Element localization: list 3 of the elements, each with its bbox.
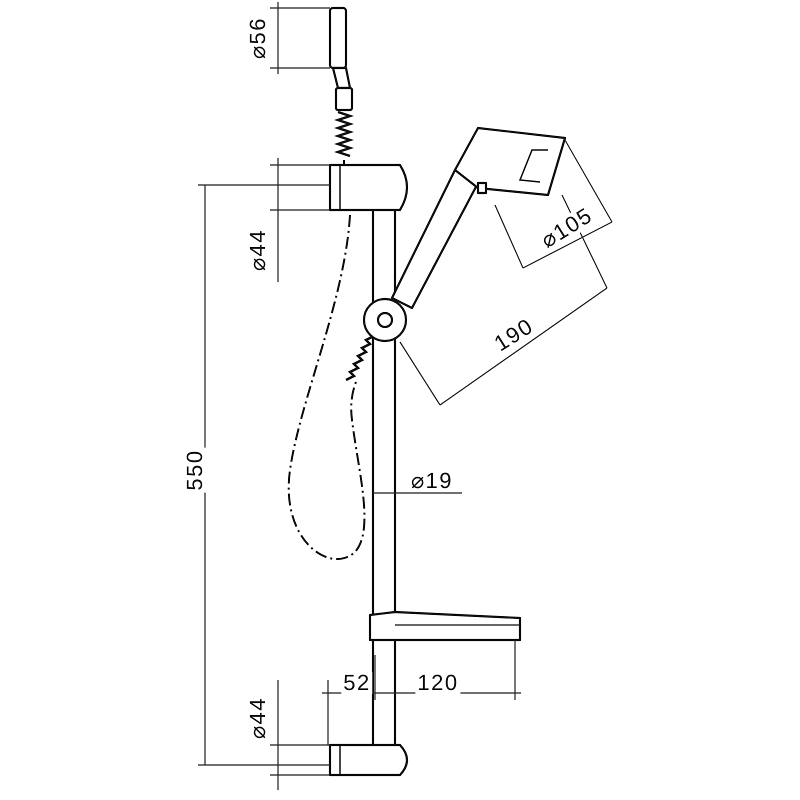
dimension-label: 550 (184, 447, 206, 493)
dimension-label: 120 (415, 672, 461, 694)
dimension-label: 52 (341, 672, 373, 694)
